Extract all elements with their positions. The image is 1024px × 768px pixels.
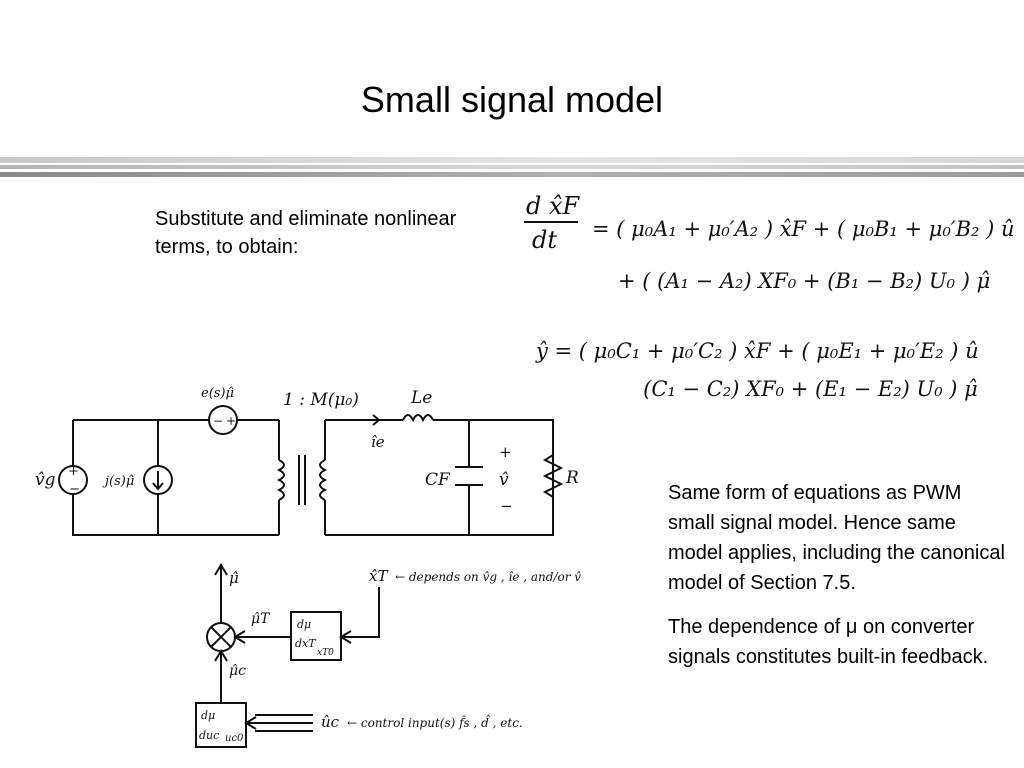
mu-c-arrow — [214, 649, 228, 703]
block-c-numerator: dμ — [201, 709, 215, 722]
xt-input-arrow — [339, 587, 380, 644]
uc-input-lines — [255, 714, 313, 732]
block-t-numerator: dμ — [297, 618, 311, 631]
mu-output-arrow — [214, 563, 228, 630]
note-paragraph-1: Same form of equations as PWM small sign… — [668, 482, 1005, 594]
v-plus: + — [499, 443, 512, 461]
vg-plus: + — [68, 464, 79, 479]
ie-label: îe — [371, 433, 385, 451]
resistor-zigzag — [542, 454, 564, 498]
j-source-arrow — [152, 471, 164, 491]
e-source-circle — [208, 405, 238, 435]
vg-source-circle — [58, 465, 88, 495]
v-minus: − — [500, 497, 513, 515]
inductor-label: Le — [410, 388, 432, 408]
equations-drawing: d x̂F dt = ( μ₀A₁ + μ₀′A₂ ) x̂F + ( μ₀B₁… — [524, 192, 1015, 401]
notes-text: Same form of equations as PWM small sign… — [668, 478, 1013, 686]
eq1-line2: + ( (A₁ − A₂) XF₀ + (B₁ − B₂) U₀ ) μ̂ — [618, 269, 990, 293]
vg-label: v̂g — [35, 470, 56, 490]
circuit-drawing: v̂g + − j(s)μ̂ e(s)μ̂ − + 1 : M(μ₀) Le î… — [35, 386, 581, 748]
e-source-minus: − — [213, 414, 223, 428]
wire-left-loop — [72, 420, 279, 536]
uc-note: ← control input(s) f̂s , d̂ , etc. — [347, 713, 523, 730]
intro-text: Substitute and eliminate nonlinear terms… — [155, 208, 457, 258]
ie-arrow — [367, 414, 381, 426]
eq1-line1: = ( μ₀A₁ + μ₀′A₂ ) x̂F + ( μ₀B₁ + μ₀′B₂ … — [592, 217, 1015, 241]
j-source-label: j(s)μ̂ — [102, 474, 134, 489]
vg-minus: − — [69, 482, 80, 497]
e-source-label: e(s)μ̂ — [201, 386, 234, 401]
mu-label: μ̂ — [229, 569, 239, 587]
block-c-denominator: duc — [199, 729, 219, 742]
wire-right-loop — [325, 419, 554, 536]
uc-input-arrow — [244, 716, 313, 730]
block-t-subscript: xT0 — [317, 648, 334, 658]
title-divider-top — [0, 157, 1024, 163]
title-divider-middle — [0, 165, 1024, 169]
e-source-plus: + — [226, 414, 236, 428]
title-divider-bottom — [0, 172, 1024, 177]
transformer-secondary-coil — [319, 459, 328, 501]
slide-title: Small signal model — [360, 79, 664, 120]
xt-label: x̂T — [369, 567, 388, 585]
xt-note: ← depends on v̂g , îe , and/or v̂ — [395, 570, 581, 584]
transformer-ratio: 1 : M(μ₀) — [283, 390, 359, 410]
v-label: v̂ — [499, 470, 509, 490]
eq1-lhs-denominator: dt — [532, 226, 557, 254]
note-paragraph-2: The dependence of μ on converter signals… — [668, 616, 989, 668]
block-c-side: uc0 — [225, 733, 244, 744]
circuit-diagram-image: v̂g + − j(s)μ̂ e(s)μ̂ − + 1 : M(μ₀) Le î… — [33, 375, 640, 757]
mu-t-label: μ̂T — [251, 611, 271, 627]
uc-label: ûc — [321, 713, 340, 731]
eq2-line2: + ( (C₁ − C₂) XF₀ + (E₁ − E₂) U₀ ) μ̂ — [604, 377, 978, 401]
block-t-denominator: dxT — [295, 637, 317, 650]
mu-c-label: μ̂c — [229, 663, 246, 679]
inductor-coil — [402, 414, 434, 423]
transformer-primary-coil — [276, 459, 285, 501]
cap-label: CF — [425, 470, 451, 490]
mu-t-arrow — [233, 630, 291, 644]
eq1-lhs-numerator: d x̂F — [526, 192, 581, 220]
resistor-label: R — [565, 468, 579, 488]
summing-cross — [210, 626, 232, 648]
eq2-line1: ŷ = ( μ₀C₁ + μ₀′C₂ ) x̂F + ( μ₀E₁ + μ₀′E… — [535, 339, 979, 363]
